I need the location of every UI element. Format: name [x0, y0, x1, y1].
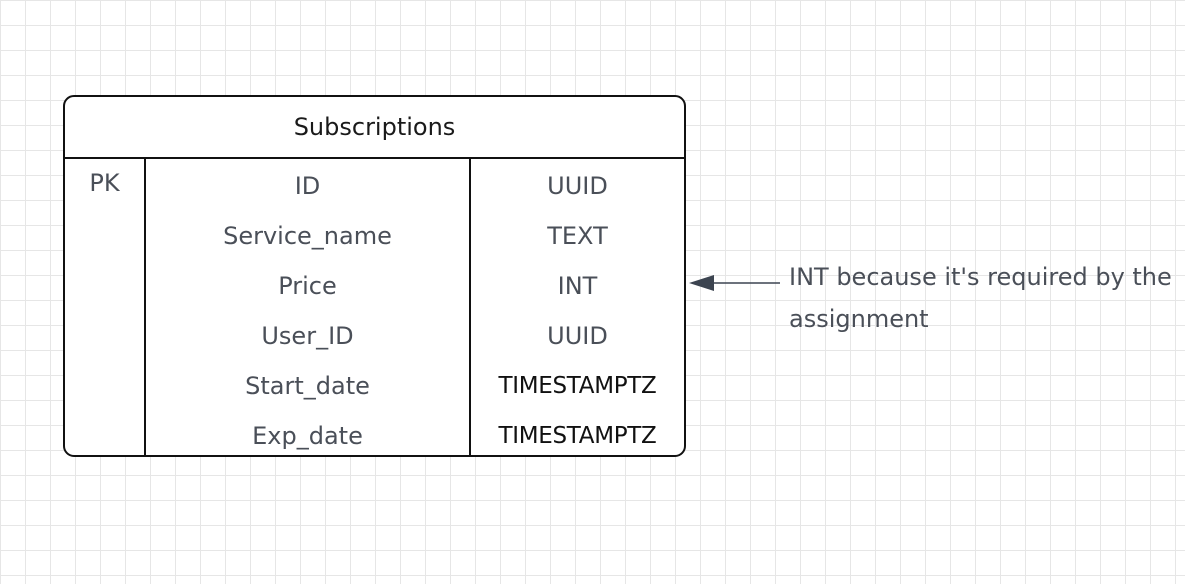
entity-row-service-name[interactable]: Service_name TEXT — [65, 211, 684, 261]
field-type-cell: TIMESTAMPTZ — [498, 373, 657, 399]
annotation-note[interactable]: INT because it's required by the assignm… — [789, 263, 1172, 333]
entity-row-id[interactable]: PK ID UUID — [65, 161, 684, 211]
entity-row-start-date[interactable]: Start_date TIMESTAMPTZ — [65, 361, 684, 411]
type-column-divider — [469, 159, 471, 455]
field-name-cell: Exp_date — [252, 422, 363, 450]
field-name-cell: ID — [294, 172, 321, 200]
field-name-cell: User_ID — [261, 322, 354, 350]
key-column-divider — [144, 159, 146, 455]
entity-row-exp-date[interactable]: Exp_date TIMESTAMPTZ — [65, 411, 684, 455]
entity-row-price[interactable]: Price INT — [65, 261, 684, 311]
entity-title: Subscriptions — [65, 97, 684, 159]
entity-rows: PK ID UUID Service_name TEXT Price INT U… — [65, 161, 684, 455]
entity-subscriptions[interactable]: Subscriptions PK ID UUID Service_name TE… — [63, 95, 686, 457]
field-type-cell: TIMESTAMPTZ — [498, 423, 657, 449]
field-type-cell: UUID — [547, 322, 608, 350]
key-cell: PK — [89, 169, 120, 197]
field-name-cell: Price — [278, 272, 337, 300]
field-name-cell: Service_name — [223, 222, 392, 250]
arrowhead-icon — [689, 275, 714, 291]
field-name-cell: Start_date — [245, 372, 370, 400]
field-type-cell: INT — [557, 272, 598, 300]
field-type-cell: UUID — [547, 172, 608, 200]
entity-row-user-id[interactable]: User_ID UUID — [65, 311, 684, 361]
field-type-cell: TEXT — [547, 222, 608, 250]
